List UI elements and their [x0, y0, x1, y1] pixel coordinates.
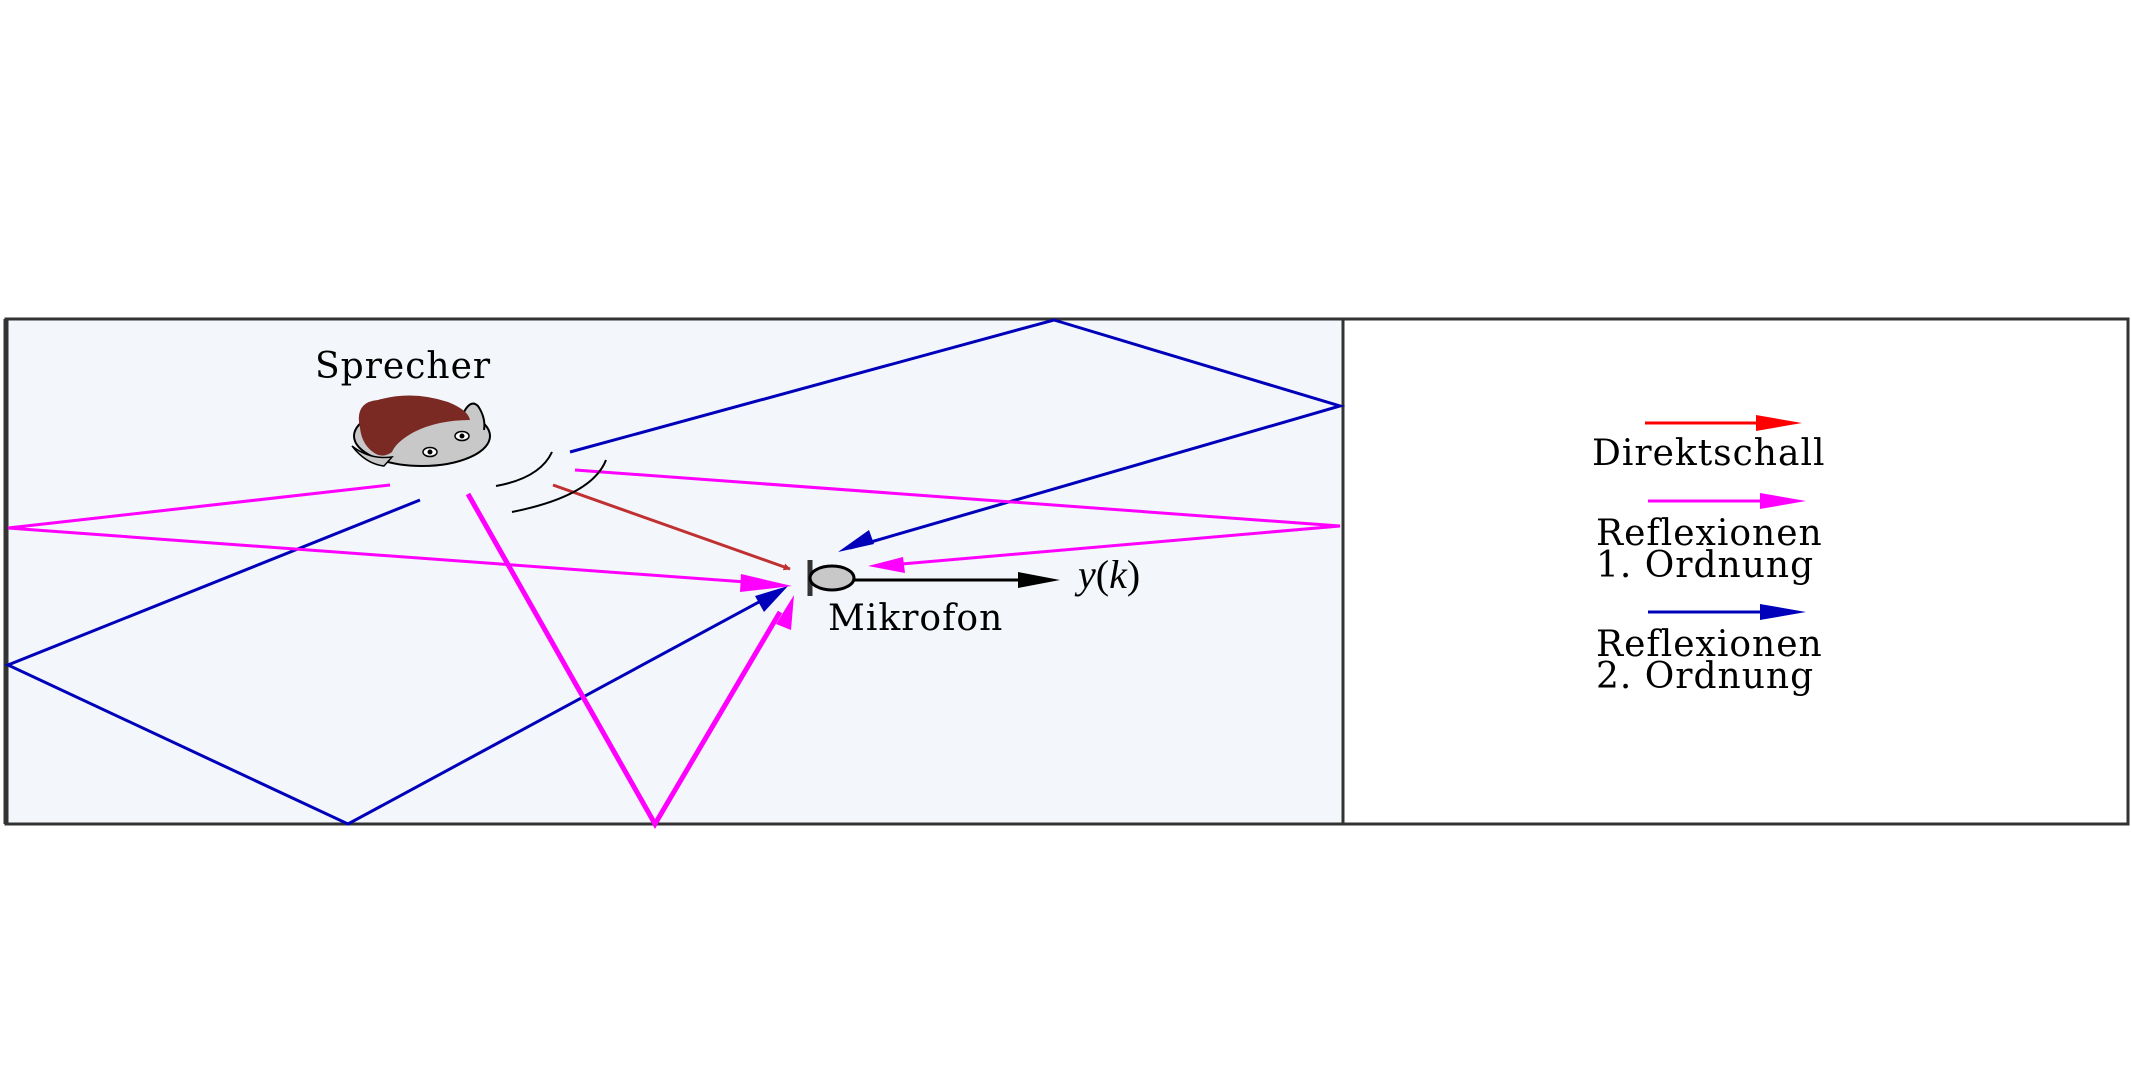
- speaker-label: Sprecher: [315, 346, 491, 387]
- speaker-head-icon: [351, 395, 491, 467]
- output-y: y: [1074, 552, 1096, 597]
- magenta-path-bottom: [465, 492, 783, 829]
- legend-direct-label: Direktschall: [1592, 433, 1825, 474]
- legend-second-arrowhead: [1760, 604, 1806, 620]
- legend-first-arrowhead: [1760, 493, 1806, 509]
- magenta-path-left: [7, 483, 747, 584]
- legend: Direktschall Reflexionen 1. Ordnung Refl…: [1592, 415, 1825, 697]
- sound-wave-icon: [495, 451, 607, 513]
- magenta-arrowhead-right: [868, 557, 905, 573]
- room-area: [6, 319, 1343, 824]
- legend-direct-arrowhead: [1756, 415, 1802, 431]
- blue-arrowhead-bottom: [755, 586, 788, 612]
- microphone-label: Mikrofon: [828, 598, 1003, 639]
- legend-second-label-2: 2. Ordnung: [1596, 656, 1814, 697]
- output-signal-label: y(k): [1074, 552, 1140, 597]
- magenta-arrowhead-bottom: [776, 595, 794, 630]
- microphone-icon: [807, 560, 856, 596]
- legend-second-label-1: Reflexionen: [1596, 624, 1823, 665]
- blue-arrowhead-top: [838, 530, 874, 552]
- output-signal-arrow: [854, 572, 1060, 588]
- blue-path-top: [569, 318, 1346, 550]
- second-order-reflections: [4, 318, 1346, 826]
- legend-first-label-1: Reflexionen: [1596, 513, 1823, 554]
- first-order-reflections: [7, 468, 1341, 829]
- blue-path-bottom: [4, 498, 771, 826]
- magenta-arrowhead-left: [740, 574, 792, 592]
- output-open: (: [1096, 552, 1109, 597]
- output-k: k: [1109, 552, 1128, 597]
- magenta-path-right: [574, 468, 1341, 567]
- direct-sound-ray: [552, 483, 791, 571]
- output-close: ): [1127, 552, 1140, 597]
- legend-first-label-2: 1. Ordnung: [1596, 545, 1814, 586]
